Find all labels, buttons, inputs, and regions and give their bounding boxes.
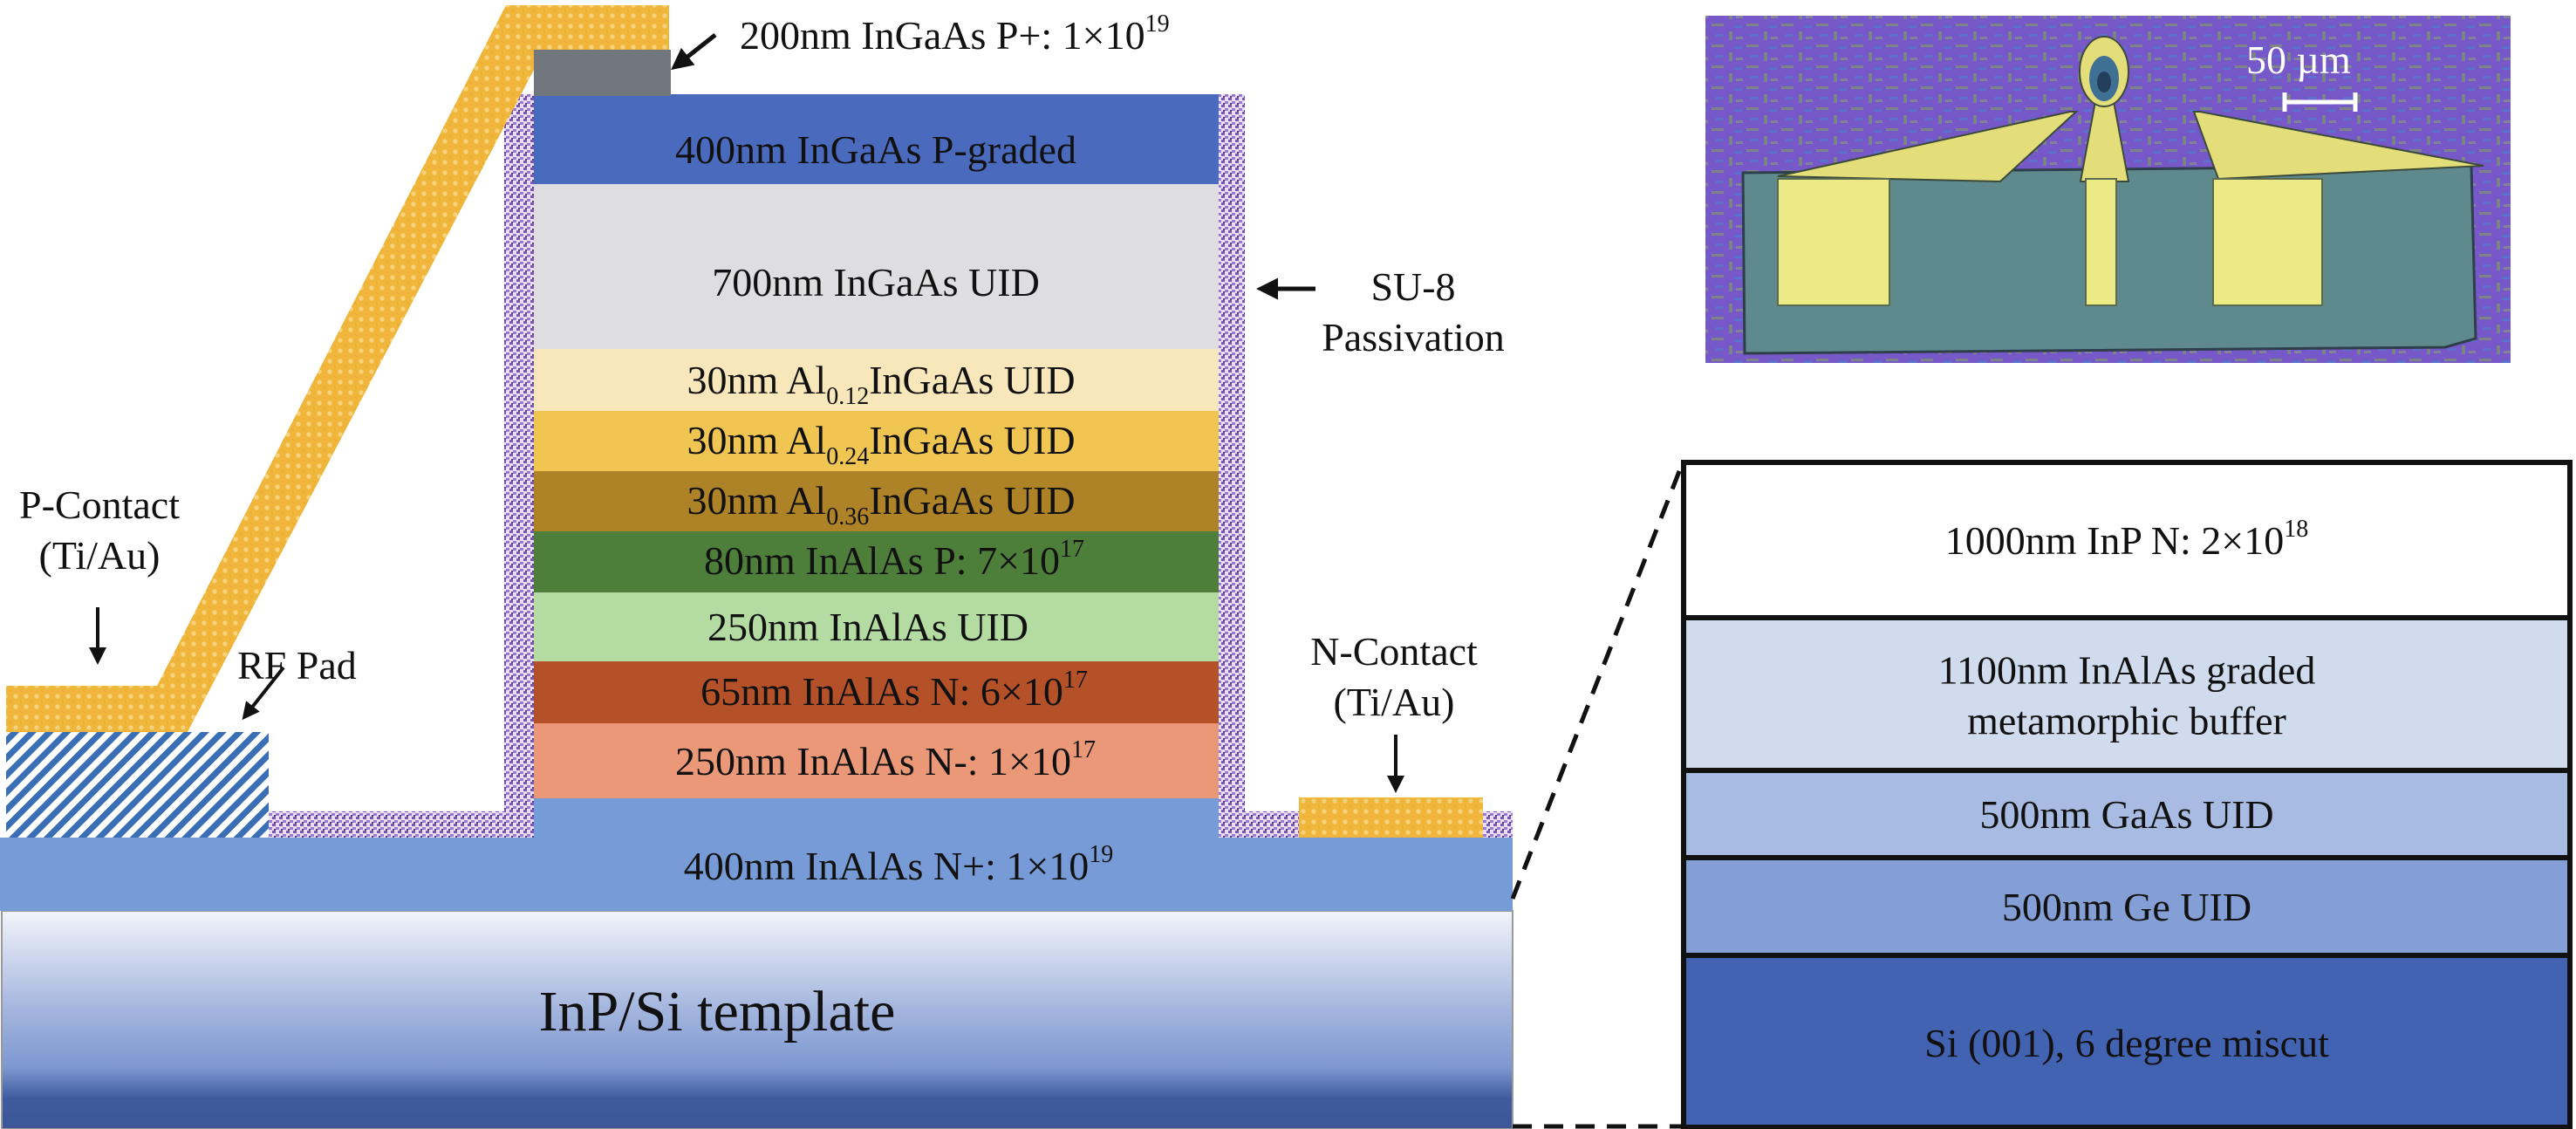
layer-label: 65nm InAlAs N: 6×1017 — [700, 667, 1088, 714]
layer-label: 30nm Al0.12InGaAs UID — [687, 358, 1076, 410]
p-contact-metal — [6, 5, 669, 732]
p-contact-label: P-Contact(Ti/Au) — [19, 482, 180, 578]
layer-label: 250nm InAlAs N-: 1×1017 — [675, 736, 1096, 783]
mesa-layer — [534, 411, 1219, 471]
mesa-layer — [534, 184, 1219, 349]
n-contact-metal — [1299, 797, 1483, 838]
template-label: InP/Si template — [538, 980, 896, 1043]
template-layer-label: 500nm Ge UID — [2001, 885, 2252, 929]
su8-passivation — [269, 94, 534, 838]
p-plus-contact-layer — [534, 50, 671, 96]
n-plus-layer-wide — [0, 838, 1513, 911]
n-contact-label: N-Contact(Ti/Au) — [1310, 629, 1478, 724]
mesa-layer — [534, 471, 1219, 531]
mesa-layer-stack — [534, 94, 1219, 798]
template-layer — [1681, 460, 2573, 620]
layer-label: 250nm InAlAs UID — [707, 605, 1028, 649]
layer-label: 80nm InAlAs P: 7×1017 — [703, 536, 1085, 583]
zoom-indicator-line — [1510, 462, 1685, 900]
mesa-layer — [534, 531, 1219, 592]
rf-pad — [6, 732, 269, 838]
mesa-layer — [534, 723, 1219, 798]
n-plus-layer-label: 400nm InAlAs N+: 1×1019 — [683, 841, 1114, 888]
scale-bar-label: 50 µm — [2246, 38, 2351, 82]
layer-label: 700nm InGaAs UID — [712, 260, 1040, 304]
layer-label: 400nm InGaAs P-graded — [675, 127, 1076, 172]
template-substrate — [1, 910, 1513, 1129]
template-stack-frame — [1681, 460, 2573, 1129]
template-layer-label: 1000nm InP N: 2×1018 — [1944, 516, 2309, 563]
mesa-layer — [534, 94, 1219, 184]
mesa-layer — [534, 592, 1219, 661]
template-layer-label: 500nm GaAs UID — [1979, 792, 2274, 837]
layer-label: 30nm Al0.24InGaAs UID — [687, 418, 1076, 470]
template-layer — [1681, 855, 2573, 958]
device-micrograph — [1705, 16, 2511, 363]
template-layer-label: Si (001), 6 degree miscut — [1924, 1021, 2329, 1065]
n-plus-layer-mesa — [534, 798, 1219, 842]
arrow-icon — [242, 666, 285, 721]
top-contact-label: 200nm InGaAs P+: 1×1019 — [740, 10, 1170, 58]
mesa-layer — [534, 661, 1219, 723]
mesa-layer — [534, 349, 1219, 411]
arrow-icon — [671, 33, 717, 71]
rf-pad-label: RF Pad — [237, 643, 357, 688]
layer-label: 30nm Al0.36InGaAs UID — [687, 478, 1076, 530]
